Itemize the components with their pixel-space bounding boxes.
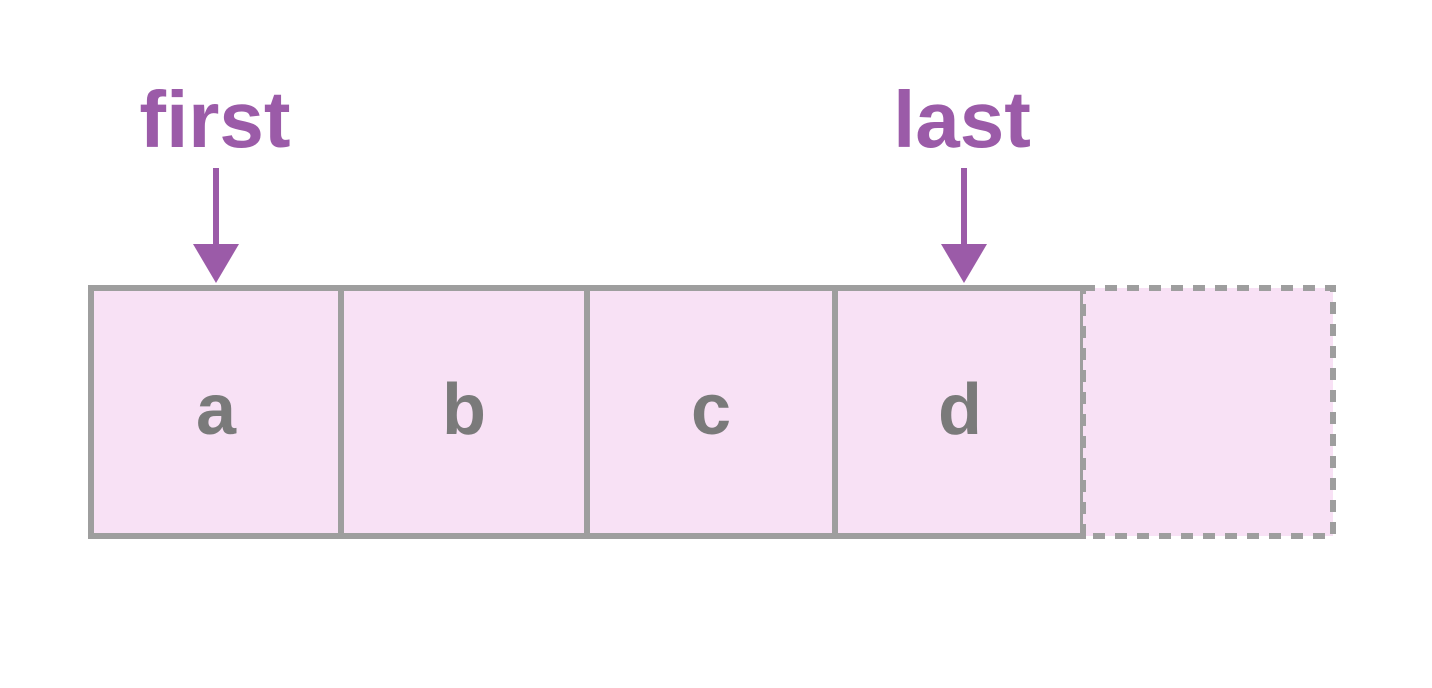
array-cells: a b c d bbox=[88, 285, 1336, 539]
first-arrow-head bbox=[193, 244, 239, 283]
first-pointer-label: first bbox=[139, 75, 290, 164]
cell-label-a: a bbox=[196, 370, 237, 450]
array-cell-empty bbox=[1080, 285, 1336, 539]
cell-label-d: d bbox=[938, 370, 982, 450]
last-pointer: last bbox=[893, 75, 1031, 283]
array-cell-a: a bbox=[88, 285, 344, 539]
cell-label-b: b bbox=[442, 370, 486, 450]
last-pointer-label: last bbox=[893, 75, 1031, 164]
cell-box-c bbox=[584, 285, 838, 539]
first-pointer: first bbox=[139, 75, 291, 283]
array-cell-b: b bbox=[338, 285, 590, 539]
array-cell-c: c bbox=[584, 285, 838, 539]
cell-label-c: c bbox=[691, 370, 731, 450]
cell-box-a bbox=[88, 285, 344, 539]
empty-slot-box bbox=[1080, 285, 1336, 539]
cell-box-b bbox=[338, 285, 590, 539]
array-cell-d: d bbox=[832, 285, 1086, 539]
last-arrow-head bbox=[941, 244, 987, 283]
